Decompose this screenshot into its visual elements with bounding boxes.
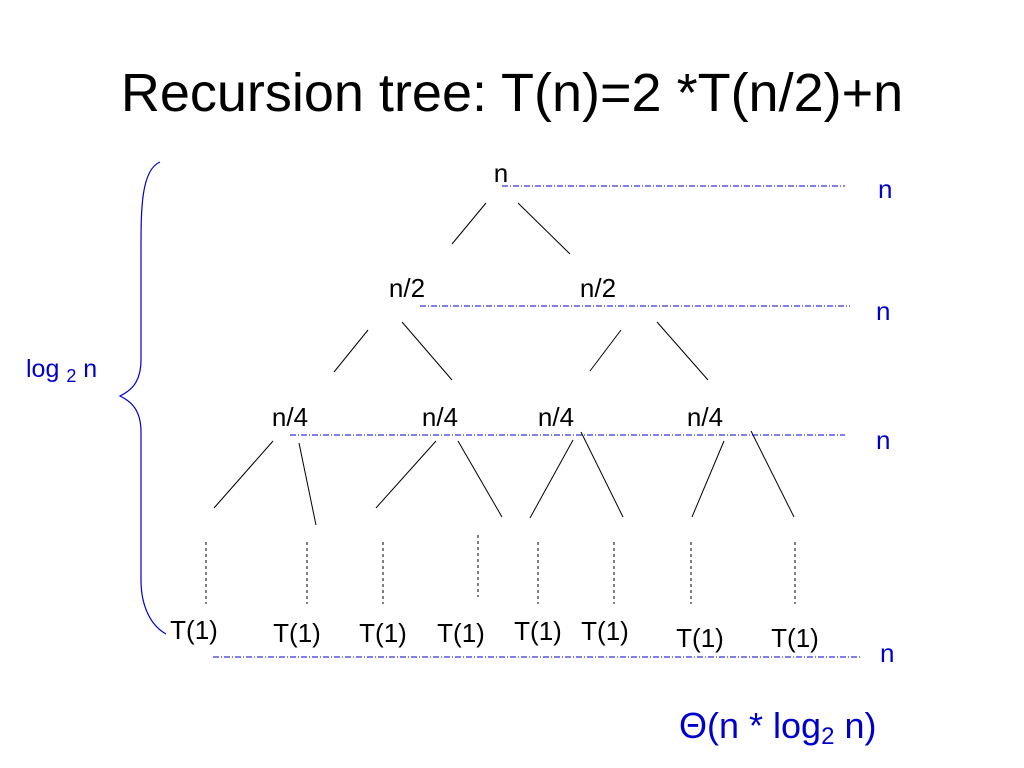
level-sum: n [876,296,891,326]
tree-leaf: T(1) [359,618,407,648]
edge [213,440,274,509]
leaf-connectors [205,535,796,604]
tree-leaf: T(1) [170,615,218,645]
tree-node-level2: n/4 [421,402,459,432]
edge [457,440,503,518]
tree-node-level2: n/4 [537,402,575,432]
tree-node-level2: n/4 [686,402,724,432]
tree-height-label: log 2 n [26,355,98,386]
level-sum: n [880,638,895,668]
edge [750,430,795,518]
level-sum: n [876,425,891,455]
tree-leaf: T(1) [514,616,562,646]
tree-leaf: T(1) [273,618,321,648]
edge [333,329,369,373]
slide-title: Recursion tree: T(n)=2 *T(n/2)+n [120,63,904,123]
tree-leaf: T(1) [771,623,819,653]
result-formula-close: n) [834,705,877,746]
edge [298,442,317,526]
level-sum: n [878,174,893,204]
tree-node-level1: n/2 [579,273,617,303]
tree-node-level2: n/4 [271,402,309,432]
edge [589,329,622,372]
tree-leaf: T(1) [437,618,485,648]
tree-leaf: T(1) [676,623,724,653]
edge [375,440,437,509]
result-formula: Θ(n * log2 n) [679,708,876,749]
edge [517,202,571,255]
tree-node-level1: n/2 [388,273,426,303]
tree-edges [213,202,795,526]
level-guides [213,185,860,658]
result-formula-open: Θ(n * log [679,705,822,746]
edge [580,431,624,518]
tree-leaf: T(1) [581,616,629,646]
height-brace [118,161,167,635]
tree-node-root: n [493,158,509,188]
tree-height-var: n [83,355,98,383]
edge [529,439,574,519]
edge [656,321,709,381]
edge [401,321,453,381]
edge [691,440,725,518]
tree-height-base: 2 [66,366,77,386]
result-formula-base: 2 [821,723,835,750]
edge [451,202,487,245]
tree-height-log: log [26,355,60,383]
